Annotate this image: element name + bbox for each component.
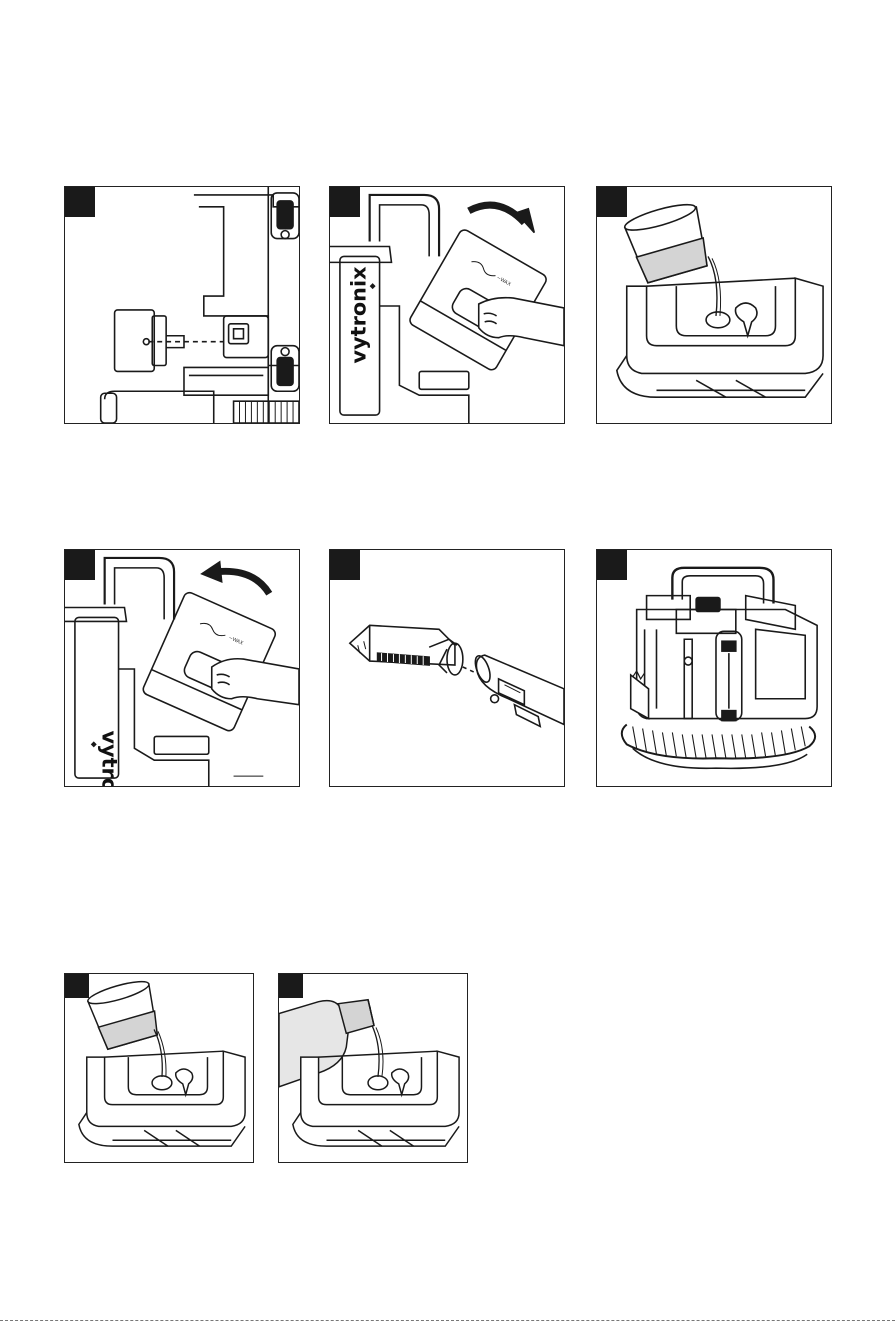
tank-mark: ~WAX	[227, 635, 244, 647]
step-2-panel: vytronix ~WAX	[329, 186, 565, 424]
step-3-panel	[596, 186, 832, 424]
step-5-panel	[329, 549, 565, 787]
pour-water-icon	[597, 187, 831, 423]
brand-label: vytronix	[347, 266, 371, 364]
page-bottom-rule	[0, 1320, 895, 1321]
step-badge	[279, 974, 303, 998]
step-badge	[330, 187, 360, 217]
step-badge	[597, 550, 627, 580]
step-7-panel	[64, 973, 254, 1163]
step-badge	[597, 187, 627, 217]
step-8-panel	[278, 973, 468, 1163]
brand-label: vytronix	[98, 730, 122, 786]
lift-tank-arrow-icon: vytronix ~WAX	[330, 187, 564, 423]
pour-detergent-icon	[279, 974, 467, 1162]
step-4-panel: vytronix ~WAX	[64, 549, 300, 787]
step-6-panel	[596, 549, 832, 787]
step-1-panel	[64, 186, 300, 424]
water-tank-removal-icon	[65, 187, 299, 423]
step-badge	[65, 974, 89, 998]
tank-mark: ~WAX	[495, 275, 512, 288]
attach-brush-nozzle-icon	[330, 550, 564, 786]
step-badge	[65, 550, 95, 580]
step-badge	[330, 550, 360, 580]
assembled-cleaner-icon	[597, 550, 831, 786]
pour-water-icon	[65, 974, 253, 1162]
step-badge	[65, 187, 95, 217]
insert-tank-arrow-icon: vytronix ~WAX	[65, 550, 299, 786]
